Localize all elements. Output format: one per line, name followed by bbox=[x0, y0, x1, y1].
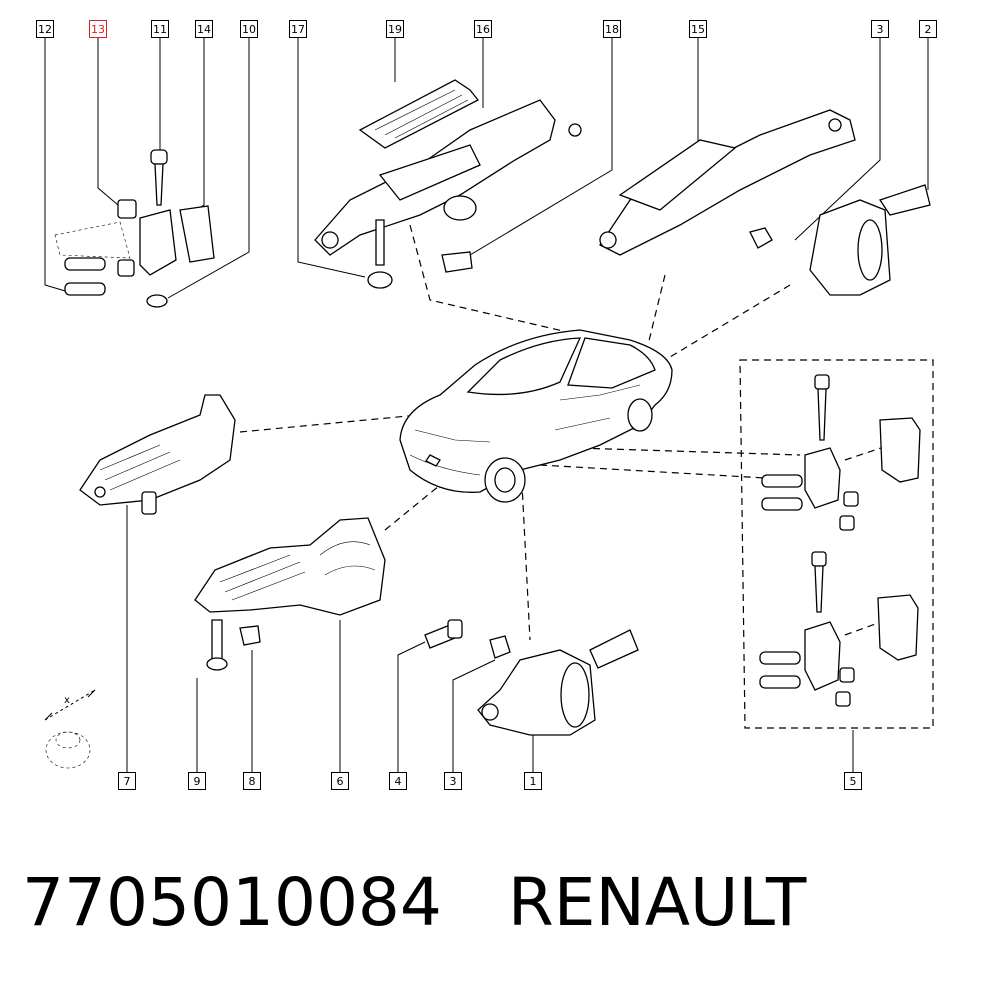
bolt-9 bbox=[206, 619, 228, 671]
orientation-symbol: x bbox=[44, 689, 96, 769]
nut-18 bbox=[441, 251, 473, 273]
callout-8: 8 bbox=[243, 772, 261, 790]
callout-9: 9 bbox=[188, 772, 206, 790]
callout-14: 14 bbox=[195, 20, 213, 38]
hinge-2 bbox=[809, 184, 931, 296]
leader-lines bbox=[44, 37, 929, 772]
callout-16: 16 bbox=[474, 20, 492, 38]
callout-10: 10 bbox=[240, 20, 258, 38]
callout-13: 13 bbox=[89, 20, 107, 38]
nut-3-lower bbox=[489, 635, 511, 659]
bolt-17 bbox=[367, 219, 393, 289]
callout-3-lower: 3 bbox=[444, 772, 462, 790]
callout-6: 6 bbox=[331, 772, 349, 790]
bolt-11 bbox=[150, 149, 168, 206]
callout-15: 15 bbox=[689, 20, 707, 38]
callout-2: 2 bbox=[919, 20, 937, 38]
nut-8 bbox=[239, 625, 261, 646]
plate-19 bbox=[358, 79, 480, 149]
car-sedan-illustration bbox=[399, 329, 673, 503]
footer-caption: 7705010084 RENAULT bbox=[22, 858, 982, 948]
nut-3-upper bbox=[749, 227, 773, 249]
svg-text:x: x bbox=[64, 695, 70, 706]
hinge-bracket-6 bbox=[194, 517, 386, 616]
part-number: 7705010084 bbox=[22, 864, 442, 941]
callout-18: 18 bbox=[603, 20, 621, 38]
callout-19: 19 bbox=[386, 20, 404, 38]
brand-name: RENAULT bbox=[507, 864, 807, 941]
hinge-assembly-5-upper bbox=[761, 374, 921, 531]
callout-5: 5 bbox=[844, 772, 862, 790]
hinge-assembly-upper-left bbox=[54, 199, 215, 308]
hinge-bracket-15 bbox=[599, 109, 856, 256]
callout-3-upper: 3 bbox=[871, 20, 889, 38]
callout-4: 4 bbox=[389, 772, 407, 790]
callout-12: 12 bbox=[36, 20, 54, 38]
callout-7: 7 bbox=[118, 772, 136, 790]
callout-11: 11 bbox=[151, 20, 169, 38]
callout-17: 17 bbox=[289, 20, 307, 38]
callout-1: 1 bbox=[524, 772, 542, 790]
hinge-bracket-7 bbox=[79, 394, 236, 515]
hinge-assembly-5-lower bbox=[759, 551, 919, 707]
hinge-bracket-16 bbox=[314, 99, 582, 256]
hinge-1 bbox=[477, 629, 639, 736]
bolt-4 bbox=[424, 619, 463, 649]
